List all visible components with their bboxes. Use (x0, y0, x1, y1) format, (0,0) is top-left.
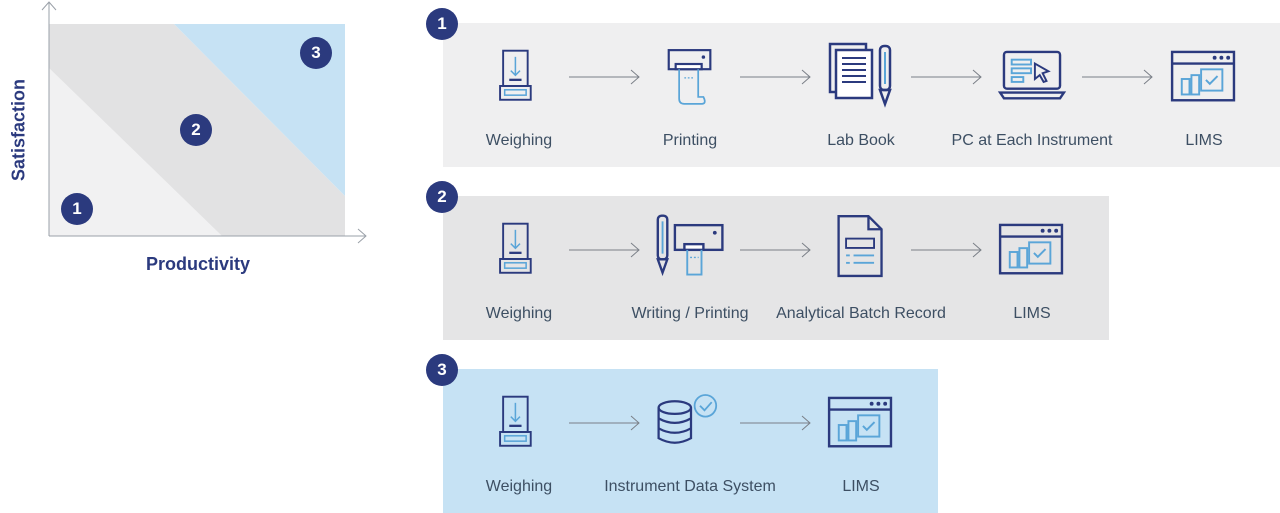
lims-icon (1169, 50, 1239, 108)
workflow-2-panel (443, 196, 1109, 340)
arrow-icon (569, 242, 641, 258)
step-label-instrument-data-system: Instrument Data System (604, 478, 776, 495)
step-label-weighing: Weighing (485, 305, 553, 322)
arrow-icon (569, 415, 641, 431)
step-label-writing-printing: Writing / Printing (631, 305, 749, 322)
arrow-icon (569, 69, 641, 85)
balance-icon (497, 215, 543, 283)
zone-badge-3: 3 (300, 37, 332, 69)
lab-book-icon (828, 42, 898, 112)
balance-icon (497, 388, 543, 456)
zone-3-area (174, 24, 345, 196)
y-axis-label: Satisfaction (8, 78, 29, 182)
zone-badge-2: 2 (180, 114, 212, 146)
step-label-weighing: Weighing (485, 478, 553, 495)
step-label-pc-at-each-instrument: PC at Each Instrument (951, 132, 1113, 149)
step-label-printing: Printing (662, 132, 718, 149)
step-label-weighing: Weighing (485, 132, 553, 149)
step-label-analytical-batch-record: Analytical Batch Record (776, 305, 946, 322)
arrow-icon (1082, 69, 1154, 85)
arrow-icon (911, 69, 983, 85)
lims-icon (826, 396, 896, 454)
x-axis-label: Productivity (146, 254, 251, 274)
database-check-icon (655, 394, 727, 450)
y-axis-arrow-icon (41, 1, 57, 11)
arrow-icon (740, 242, 812, 258)
arrow-icon (740, 415, 812, 431)
x-axis-arrow-icon (357, 228, 367, 244)
laptop-icon (997, 50, 1067, 108)
workflow-2-badge: 2 (426, 181, 458, 213)
document-icon (833, 213, 889, 281)
satisfaction-productivity-chart: 3 2 1 Satisfaction Productivity (0, 0, 380, 300)
printer-icon (667, 42, 719, 112)
workflow-3-badge: 3 (426, 354, 458, 386)
step-label-lims: LIMS (1185, 132, 1223, 149)
lims-icon (997, 223, 1067, 281)
arrow-icon (911, 242, 983, 258)
pen-printer-icon (654, 213, 730, 281)
step-label-lab-book: Lab Book (827, 132, 895, 149)
workflow-1-badge: 1 (426, 8, 458, 40)
balance-icon (497, 42, 543, 110)
step-label-lims: LIMS (1013, 305, 1051, 322)
arrow-icon (740, 69, 812, 85)
zone-badge-1: 1 (61, 193, 93, 225)
step-label-lims: LIMS (842, 478, 880, 495)
